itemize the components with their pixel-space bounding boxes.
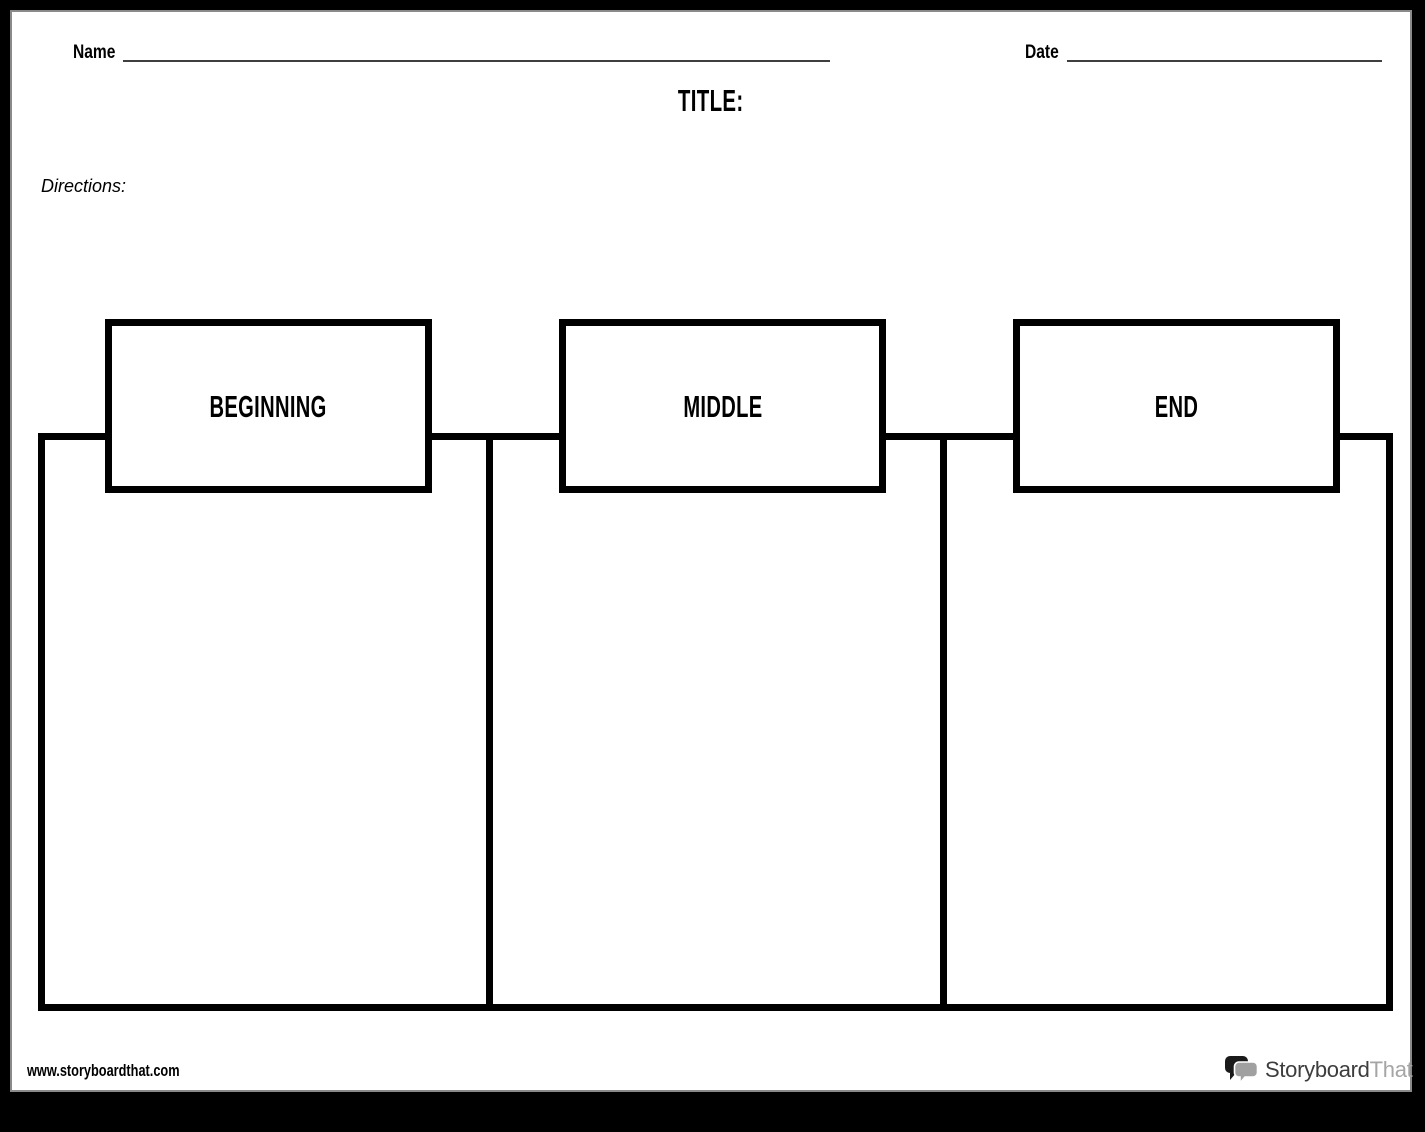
logo-text-that: That [1369,1057,1413,1082]
speech-bubbles-icon [1225,1055,1259,1085]
website-url: www.storyboardthat.com [27,1061,180,1080]
directions-label: Directions: [41,176,127,196]
storyboardthat-logo: StoryboardThat [1225,1055,1413,1085]
logo-text-storyboard: Storyboard [1265,1057,1370,1082]
logo-text: StoryboardThat [1265,1055,1413,1085]
middle-column[interactable] [493,440,940,1004]
title-row: TITLE: [12,85,1410,116]
end-box-label: END [1154,388,1199,424]
end-column[interactable] [947,440,1386,1004]
beginning-box: BEGINNING [105,319,432,493]
name-input-line[interactable] [123,60,830,62]
beginning-box-label: BEGINNING [209,388,328,424]
name-label: Name [73,42,116,63]
middle-box-label: MIDDLE [682,388,763,424]
organizer-grid [38,433,1393,1011]
column-divider-1 [486,440,493,1004]
worksheet-page: Name Date TITLE: Directions: BEGINNING M… [10,10,1413,1092]
date-input-line[interactable] [1067,60,1382,62]
beginning-column[interactable] [45,440,486,1004]
middle-box: MIDDLE [559,319,886,493]
column-divider-2 [940,440,947,1004]
page-title: TITLE: [678,83,744,118]
date-label: Date [1025,42,1059,63]
end-box: END [1013,319,1340,493]
